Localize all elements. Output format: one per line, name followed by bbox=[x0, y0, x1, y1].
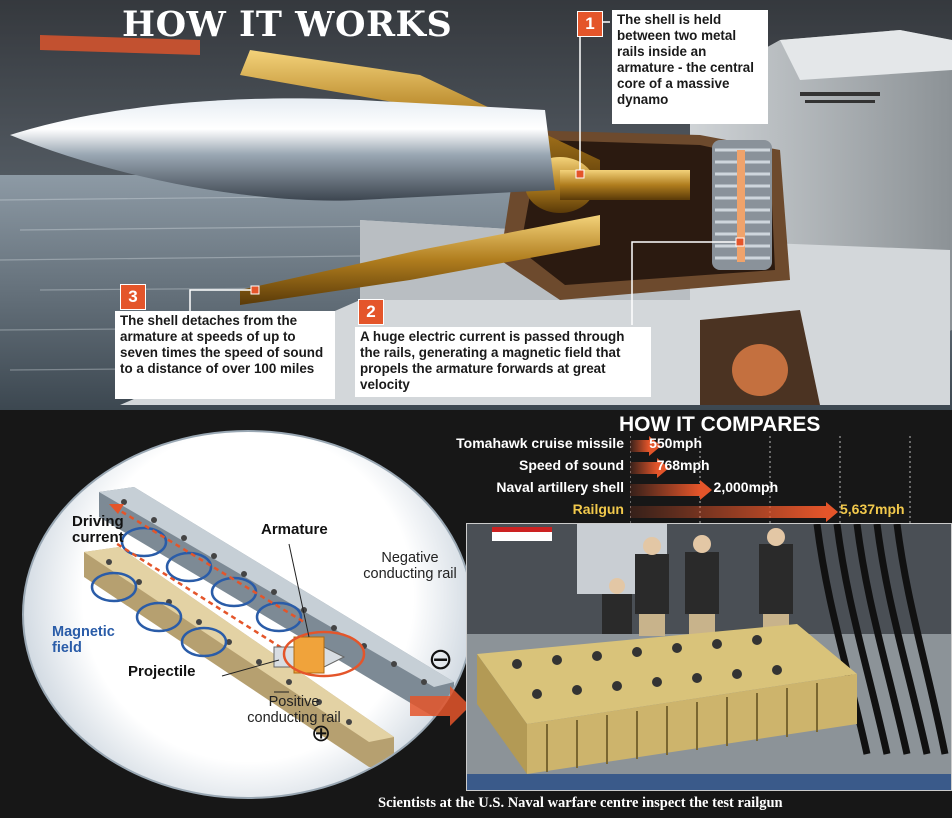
how-it-works-panel: HOW IT WORKS 1 The shell is held between… bbox=[0, 0, 952, 410]
compare-value: 768mph bbox=[656, 457, 710, 473]
compare-value: 5,637mph bbox=[840, 501, 905, 517]
compare-label: Speed of sound bbox=[519, 457, 624, 473]
step-1-text: The shell is held between two metal rail… bbox=[612, 10, 768, 124]
photo-scene bbox=[467, 524, 951, 790]
shell-projectile bbox=[10, 98, 555, 201]
upper-rail bbox=[240, 50, 600, 190]
compare-label: Naval artillery shell bbox=[496, 479, 624, 495]
plus-symbol: ⊕ bbox=[311, 719, 332, 747]
compare-value: 2,000mph bbox=[713, 479, 779, 495]
railgun-diagram: Driving current Armature Negative conduc… bbox=[22, 430, 474, 799]
page-title: HOW IT WORKS bbox=[122, 4, 453, 45]
projectile-label: Projectile bbox=[128, 663, 196, 680]
step-3-text: The shell detaches from the armature at … bbox=[115, 311, 335, 399]
compare-label: Tomahawk cruise missile bbox=[456, 435, 624, 451]
step-2-number: 2 bbox=[358, 299, 384, 325]
step-2-text: A huge electric current is passed throug… bbox=[355, 327, 651, 397]
magnetic-field-loops bbox=[90, 526, 303, 658]
compare-label: Railgun bbox=[572, 501, 624, 517]
armature-shape bbox=[293, 636, 325, 674]
railgun-cutaway-illustration bbox=[0, 0, 952, 410]
dynamo-coil bbox=[712, 140, 772, 270]
compare-bar-arrowhead bbox=[826, 502, 838, 522]
compare-value: 550mph bbox=[649, 435, 703, 451]
compare-bar-arrowhead bbox=[649, 436, 662, 456]
minus-symbol: ⊖ bbox=[428, 642, 454, 677]
negative-rail-label: Negative conducting rail bbox=[363, 550, 457, 582]
compare-bar-arrowhead bbox=[656, 458, 669, 478]
magnetic-field-label: Magnetic field bbox=[52, 624, 115, 656]
armature-label: Armature bbox=[261, 521, 328, 538]
compare-bar bbox=[630, 462, 657, 474]
lower-rail bbox=[240, 215, 600, 305]
compare-bar bbox=[630, 440, 650, 452]
test-railgun-photo bbox=[466, 523, 952, 791]
photo-caption: Scientists at the U.S. Naval warfare cen… bbox=[378, 795, 783, 811]
photo-pointer-arrow bbox=[410, 686, 470, 726]
step-1-number: 1 bbox=[577, 11, 603, 37]
bottom-panel: HOW IT COMPARES Tomahawk cruise missile 5… bbox=[0, 410, 952, 818]
compare-bar bbox=[630, 484, 700, 496]
positive-rail-label: Positive conducting rail bbox=[247, 694, 341, 726]
compare-title: HOW IT COMPARES bbox=[619, 413, 821, 436]
compare-bar-arrowhead bbox=[699, 480, 712, 500]
driving-current-label: Driving current bbox=[72, 513, 124, 546]
rails-drawing bbox=[84, 487, 454, 767]
step-3-number: 3 bbox=[120, 284, 146, 310]
compare-bar bbox=[630, 506, 826, 518]
